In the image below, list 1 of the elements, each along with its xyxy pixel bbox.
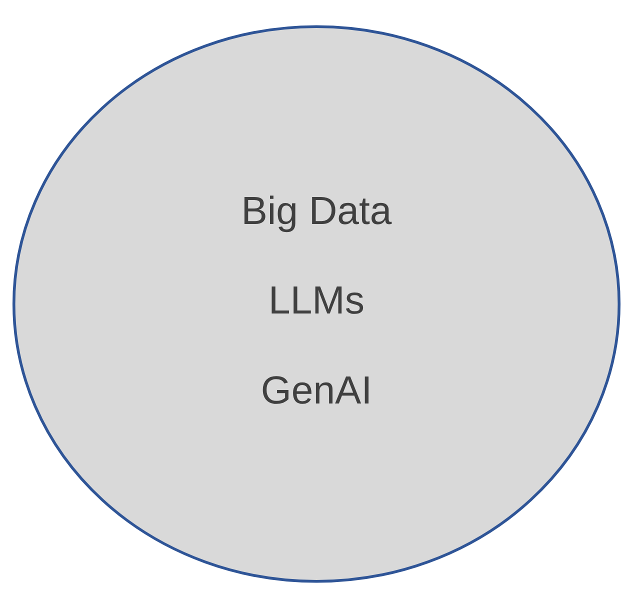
node-circle: Big Data LLMs GenAI [12, 24, 621, 582]
